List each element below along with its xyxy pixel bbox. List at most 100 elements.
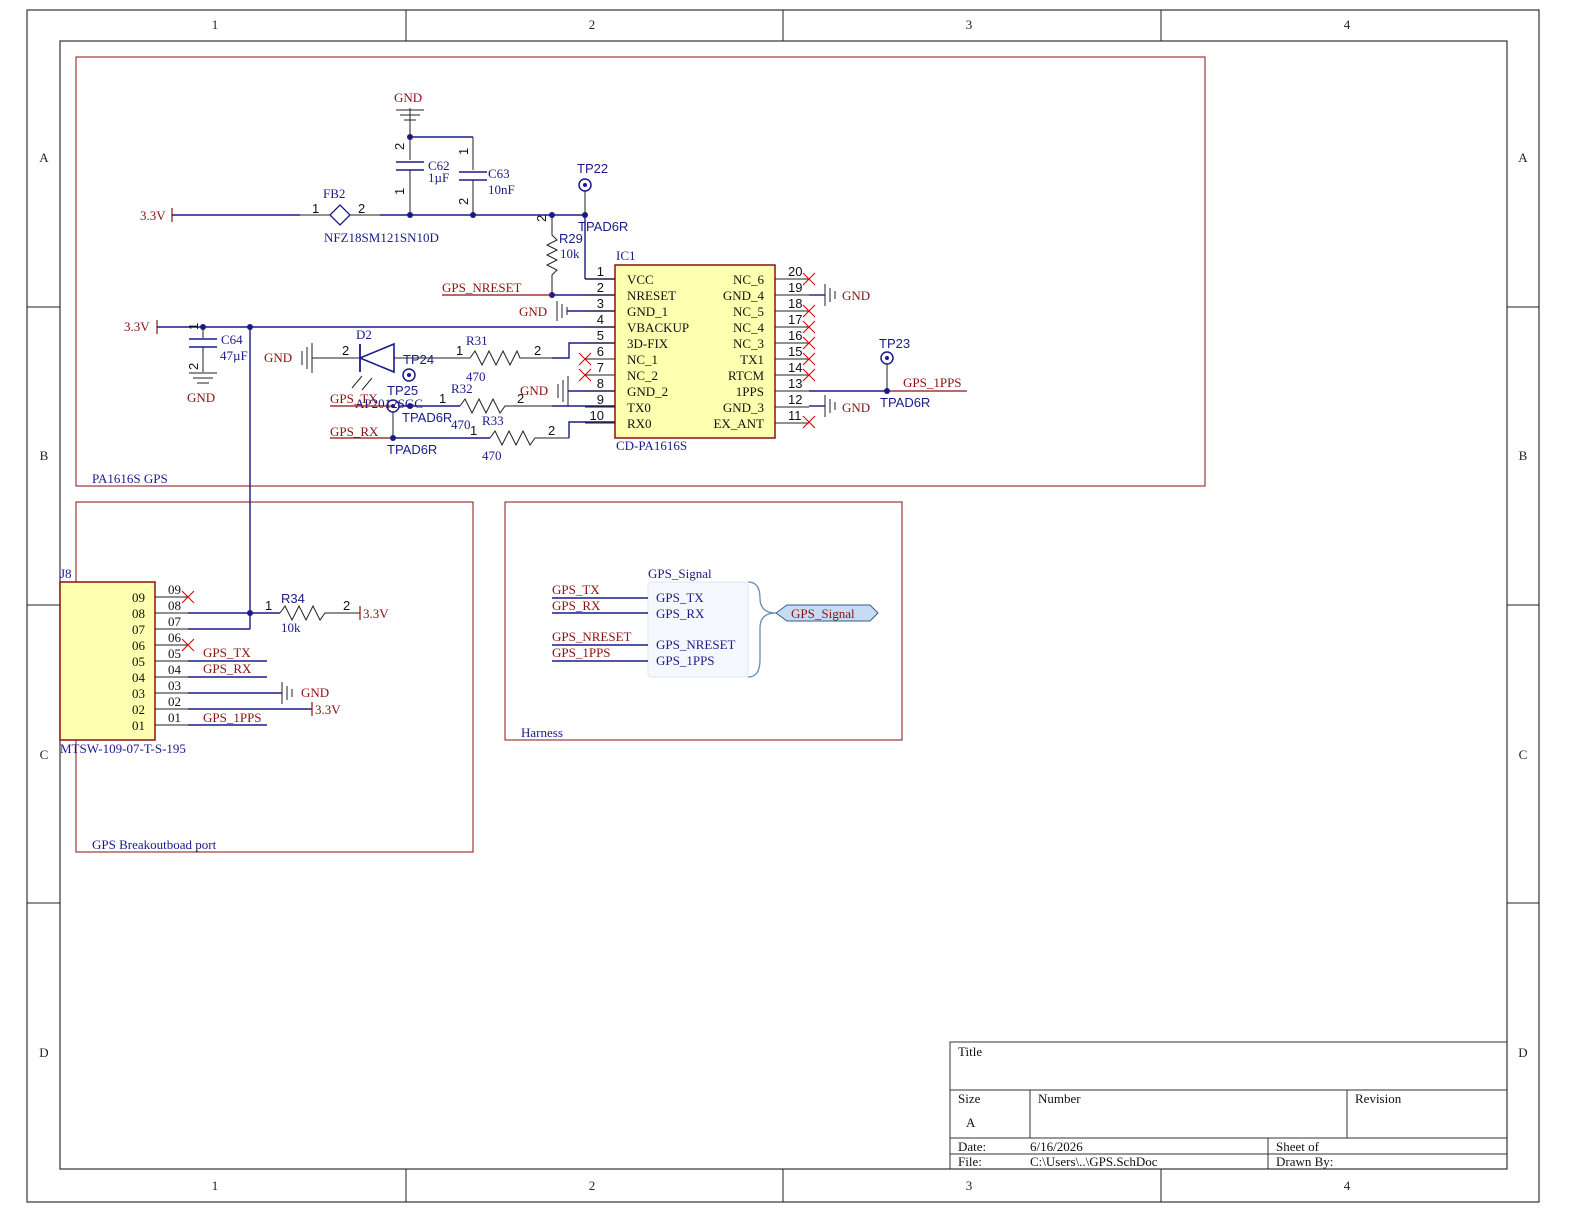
svg-text:1: 1 (456, 343, 463, 358)
net-gnd-pin19: GND (842, 288, 870, 303)
ic1-pin-name: GND_2 (627, 384, 668, 399)
net-gnd-j8: GND (301, 685, 329, 700)
svg-text:2: 2 (534, 215, 549, 222)
svg-text:2: 2 (358, 201, 365, 216)
zone-col-3: 3 (966, 17, 973, 32)
ic1-pin-name: NC_3 (733, 336, 764, 351)
r31-ref: R31 (466, 333, 488, 348)
net-3v3-r34: 3.3V (363, 606, 389, 621)
zone-col-4-bottom: 4 (1344, 1178, 1351, 1193)
r34-ref: R34 (281, 591, 305, 606)
net-pps-j8: GPS_1PPS (203, 710, 262, 725)
ic1-right-connections: GND GND TP23 TPAD6R GPS_1PPS (802, 272, 967, 429)
svg-text:1: 1 (265, 598, 272, 613)
j8-pin-label: 03 (132, 686, 145, 701)
fb2-ref: FB2 (323, 186, 345, 201)
ic1-pin-name: NC_4 (733, 320, 765, 335)
ic1-pin-number: 18 (788, 296, 802, 311)
c62-value: 1µF (428, 170, 449, 185)
ic1-left-pins: 1VCC2NRESET3GND_14VBACKUP53D-FIX6NC_17NC… (585, 264, 689, 431)
ic1-pin-name: 1PPS (736, 384, 764, 399)
net-3v3-j8: 3.3V (315, 702, 341, 717)
tp24-icon (402, 368, 416, 382)
ic1-pin-number: 7 (597, 360, 604, 375)
tx-path: GPS_TX TP25 TPAD6R 1 2 R32 470 (330, 381, 615, 432)
date-value: 6/16/2026 (1030, 1139, 1083, 1154)
ic1-pin-number: 2 (597, 280, 604, 295)
section-gps-label: PA1616S GPS (92, 471, 168, 486)
r29-ref: R29 (559, 231, 583, 246)
ic1-pin-number: 4 (597, 312, 604, 327)
ic1-pin-name: GND_4 (723, 288, 765, 303)
net-gnd-c64: GND (187, 390, 215, 405)
harness-entry-tx: GPS_TX (656, 590, 704, 605)
net-rx-j8: GPS_RX (203, 661, 252, 676)
ic1-pin-name: TX0 (627, 400, 651, 415)
ic1-pin-number: 3 (597, 296, 604, 311)
j8-pin-label: 06 (132, 638, 146, 653)
net-gnd-pin3: GND (519, 304, 547, 319)
zone-row-c: C (40, 747, 49, 762)
j8-pin-number: 03 (168, 678, 181, 693)
net-gnd-pin8: GND (520, 383, 548, 398)
d2-value: AP2012SGC (355, 396, 423, 411)
title-block: Title Size A Number Revision Date: 6/16/… (949, 1041, 1508, 1170)
zone-labels: 1 2 3 4 1 2 3 4 A B C D A B C D (39, 17, 1528, 1193)
net-3v3-top: 3.3V (140, 208, 166, 223)
harness-entry-pps: GPS_1PPS (656, 653, 715, 668)
j8-pin-label: 02 (132, 702, 145, 717)
ic1-pin-number: 11 (788, 408, 802, 423)
r32-ref: R32 (451, 381, 473, 396)
svg-text:1: 1 (439, 391, 446, 406)
net-tx-ic: GPS_TX (330, 391, 378, 406)
led-icon (357, 342, 395, 374)
ic1-pin-name: RX0 (627, 416, 652, 431)
file-value: C:\Users\..\GPS.SchDoc (1030, 1154, 1158, 1169)
tp25-ref: TP25 (387, 383, 418, 398)
ic1-body (614, 264, 776, 439)
nc-markers-left (578, 352, 592, 382)
ic1-pin-number: 16 (788, 328, 802, 343)
ferrite-bead-icon (329, 204, 351, 226)
r33-resistor-icon (489, 429, 569, 447)
zone-row-b: B (40, 448, 49, 463)
number-label: Number (1038, 1091, 1081, 1106)
harness-net-pps: GPS_1PPS (552, 645, 611, 660)
ic1-pin-number: 14 (788, 360, 802, 375)
ic1-pin-name: GND_3 (723, 400, 764, 415)
ic1-pin-name: EX_ANT (713, 416, 764, 431)
harness-entry-rx: GPS_RX (656, 606, 705, 621)
size-value: A (966, 1115, 976, 1130)
ic1-pin-number: 12 (788, 392, 802, 407)
j8-connector: J8 MTSW-109-07-T-S-195 09090808070706060… (59, 566, 389, 756)
j8-ref: J8 (60, 566, 72, 581)
ic1-pin-number: 8 (597, 376, 604, 391)
revision-label: Revision (1355, 1091, 1402, 1106)
zone-col-2: 2 (589, 17, 596, 32)
svg-text:1: 1 (456, 148, 471, 155)
zone-col-1: 1 (212, 17, 219, 32)
r31-value: 470 (466, 369, 486, 384)
outer-border (26, 9, 1540, 1203)
ic1-right-pins: 20NC_619GND_418NC_517NC_416NC_315TX114RT… (713, 264, 809, 431)
ic1-pin-number: 9 (597, 392, 604, 407)
r31-resistor-icon (469, 349, 552, 367)
zone-row-c-right: C (1519, 747, 1528, 762)
inner-border (59, 40, 1508, 1170)
harness-net-tx: GPS_TX (552, 582, 600, 597)
sheet-label: Sheet of (1276, 1139, 1320, 1154)
ic1-pin-number: 19 (788, 280, 802, 295)
fix-led: GND 2 D2 AP2012SGC TP24 1 2 R31 470 (264, 327, 615, 411)
ic1-pin-number: 10 (590, 408, 604, 423)
r34-resistor-icon (279, 604, 360, 622)
r32-value: 470 (451, 417, 471, 432)
ic1-pin-number: 5 (597, 328, 604, 343)
ic1-value: CD-PA1616S (616, 438, 687, 453)
rx-path: GPS_RX TPAD6R 1 2 R33 470 (330, 412, 615, 463)
j8-pin-label: 04 (132, 670, 146, 685)
r34-value: 10k (281, 620, 301, 635)
drawn-label: Drawn By: (1276, 1154, 1333, 1169)
c63-value: 10nF (488, 182, 515, 197)
harness-net-rx: GPS_RX (552, 598, 601, 613)
